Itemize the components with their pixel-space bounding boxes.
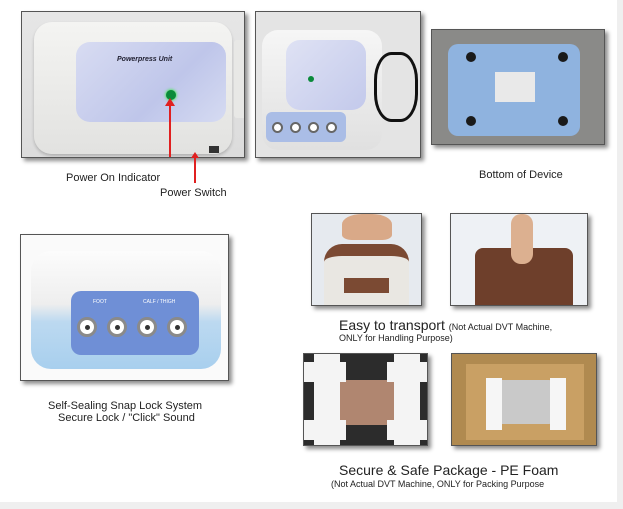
caption-transport-note: ONLY for Handling Purpose)	[339, 333, 453, 343]
caption-package-note: (Not Actual DVT Machine, ONLY for Packin…	[331, 479, 545, 489]
caption-snap-lock-1: Self-Sealing Snap Lock System	[48, 400, 203, 412]
power-switch-icon	[209, 146, 219, 153]
snap-lock-photo: FOOT CALF / THIGH	[20, 234, 229, 381]
caption-power-switch: Power Switch	[160, 187, 227, 199]
caption-bottom: Bottom of Device	[479, 169, 563, 181]
power-indicator-led-icon	[166, 90, 176, 100]
transport-photo-2	[450, 213, 588, 306]
package-foam-photo-1	[303, 353, 428, 446]
device-brand: Powerpress Unit	[117, 56, 173, 63]
device-bottom-photo	[431, 29, 605, 145]
power-cord-icon	[374, 52, 418, 122]
transport-photo-1	[311, 213, 422, 306]
caption-snap-lock-2: Secure Lock / "Click" Sound	[58, 412, 195, 424]
device-angle-photo	[255, 11, 421, 158]
package-foam-photo-2	[451, 353, 597, 446]
scrollbar[interactable]	[617, 0, 623, 509]
page-bottom-edge	[0, 502, 623, 509]
arrow-up-icon	[165, 98, 175, 157]
caption-transport: Easy to transport (Not Actual DVT Machin…	[339, 317, 553, 333]
caption-power-indicator: Power On Indicator	[66, 172, 161, 184]
device-front-photo: Powerpress Unit	[21, 11, 245, 158]
product-feature-page: Powerpress Unit Power On Indicator Power…	[0, 0, 617, 502]
arrow-up-icon	[191, 152, 199, 183]
caption-package: Secure & Safe Package - PE Foam	[339, 462, 559, 478]
